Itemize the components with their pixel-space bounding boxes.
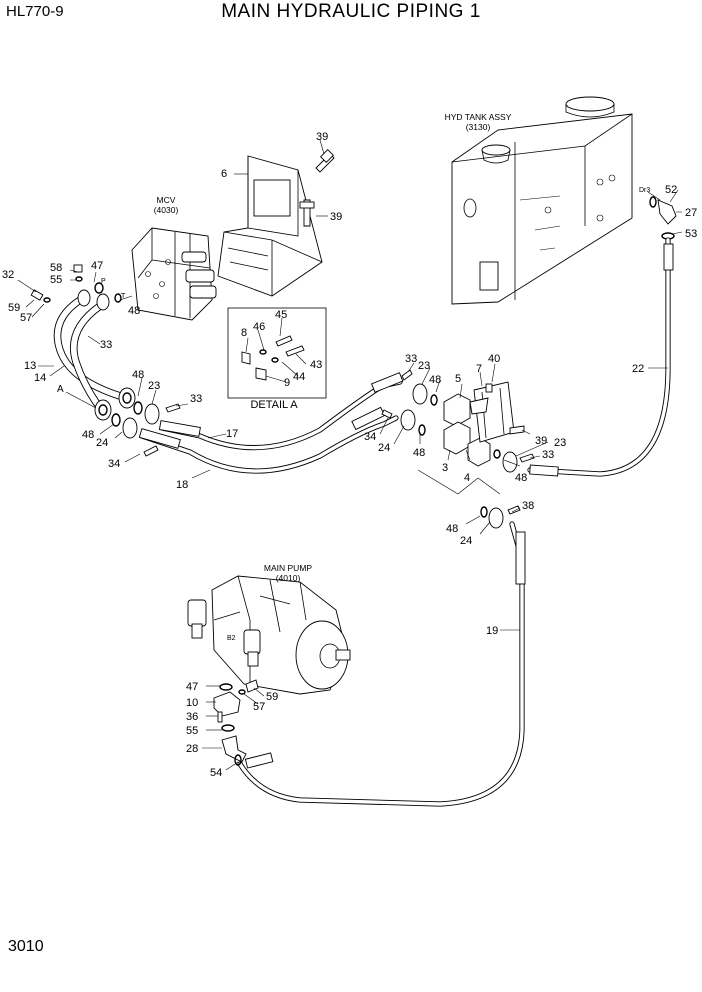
callout-53: 53 bbox=[685, 228, 697, 240]
callout-13: 13 bbox=[24, 360, 36, 372]
callout-33-middle: 33 bbox=[405, 353, 417, 365]
callout-48-lower-left: 48 bbox=[82, 429, 94, 441]
callout-40: 40 bbox=[488, 353, 500, 365]
callout-48-right: 48 bbox=[515, 472, 527, 484]
callout-55-mcv: 55 bbox=[50, 274, 62, 286]
callout-45: 45 bbox=[275, 309, 287, 321]
callout-54: 54 bbox=[210, 767, 222, 779]
pump-code: (4010) bbox=[276, 573, 301, 583]
mcv-label: MCV bbox=[157, 195, 176, 205]
callout-39-right: 39 bbox=[535, 435, 547, 447]
callout-47-mcv: 47 bbox=[91, 260, 103, 272]
callout-33-right: 33 bbox=[542, 449, 554, 461]
callout-48-middle: 48 bbox=[429, 374, 441, 386]
pump-fitting-stack bbox=[213, 679, 259, 766]
tank-code: (3130) bbox=[466, 122, 491, 132]
callout-27: 27 bbox=[685, 207, 697, 219]
detail-ref-letter: A bbox=[57, 384, 64, 395]
fitting-group-left bbox=[30, 264, 122, 303]
bolt-39-upper bbox=[315, 148, 335, 173]
detail-a-label: DETAIL A bbox=[250, 399, 298, 411]
callout-4: 4 bbox=[464, 472, 470, 484]
callout-6: 6 bbox=[221, 168, 227, 180]
callout-39-lower: 39 bbox=[330, 211, 342, 223]
callout-28: 28 bbox=[186, 743, 198, 755]
callout-14: 14 bbox=[34, 372, 46, 384]
callout-24-middle: 24 bbox=[378, 442, 390, 454]
callout-32: 32 bbox=[2, 269, 14, 281]
mcv-bracket bbox=[217, 155, 323, 297]
callout-7: 7 bbox=[476, 363, 482, 375]
pipe-13-14 bbox=[53, 289, 136, 421]
main-pump bbox=[187, 575, 351, 695]
callout-33-flange: 33 bbox=[190, 393, 202, 405]
callout-23-right: 23 bbox=[554, 437, 566, 449]
page-number: 3010 bbox=[8, 938, 44, 955]
callout-8: 8 bbox=[241, 327, 247, 339]
hose-22 bbox=[527, 237, 674, 477]
callout-59-mcv: 59 bbox=[8, 302, 20, 314]
callout-43: 43 bbox=[310, 359, 322, 371]
mcv-port-t: T bbox=[121, 293, 126, 300]
tank-elbow-fitting bbox=[649, 196, 677, 240]
callout-48-mcv: 48 bbox=[128, 305, 140, 317]
callout-44: 44 bbox=[293, 371, 305, 383]
callout-34-middle: 34 bbox=[364, 431, 376, 443]
callout-10: 10 bbox=[186, 697, 198, 709]
callout-9: 9 bbox=[284, 377, 290, 389]
callout-46: 46 bbox=[253, 321, 265, 333]
callout-23-middle: 23 bbox=[418, 360, 430, 372]
callout-24-left: 24 bbox=[96, 437, 108, 449]
callout-48-left: 48 bbox=[132, 369, 144, 381]
junction-block bbox=[443, 381, 525, 467]
callout-38: 38 bbox=[522, 500, 534, 512]
callout-48-lower-middle: 48 bbox=[413, 447, 425, 459]
tank-label: HYD TANK ASSY bbox=[445, 112, 512, 122]
leader-lines bbox=[17, 139, 683, 771]
mcv-code: (4030) bbox=[154, 205, 179, 215]
hose-18 bbox=[138, 406, 399, 474]
callout-23-left: 23 bbox=[148, 380, 160, 392]
hose-19 bbox=[237, 521, 526, 807]
callout-labels: 39 6 39 32 58 47 55 59 57 48 33 13 14 8 … bbox=[2, 131, 697, 779]
callout-39-upper: 39 bbox=[316, 131, 328, 143]
callout-52: 52 bbox=[665, 184, 677, 196]
callout-57-mcv: 57 bbox=[20, 312, 32, 324]
callout-33-left: 33 bbox=[100, 339, 112, 351]
callout-34-left: 34 bbox=[108, 458, 120, 470]
callout-57-pump: 57 bbox=[253, 701, 265, 713]
page-title: MAIN HYDRAULIC PIPING 1 bbox=[221, 1, 481, 22]
tank-port-label: Dr3 bbox=[639, 187, 650, 194]
callout-24-lower: 24 bbox=[460, 535, 472, 547]
callout-47-pump: 47 bbox=[186, 681, 198, 693]
detail-a-box bbox=[227, 307, 327, 399]
callout-48-lower: 48 bbox=[446, 523, 458, 535]
pump-label: MAIN PUMP bbox=[264, 563, 313, 573]
callout-22: 22 bbox=[632, 363, 644, 375]
callout-59-pump: 59 bbox=[266, 691, 278, 703]
pump-port-label: B2 bbox=[227, 635, 236, 642]
callout-36: 36 bbox=[186, 711, 198, 723]
hose-17 bbox=[158, 372, 404, 451]
mcv-port-p: P bbox=[101, 278, 106, 285]
callout-3: 3 bbox=[442, 462, 448, 474]
callout-55-pump: 55 bbox=[186, 725, 198, 737]
model-number: HL770-9 bbox=[6, 3, 64, 20]
hydraulic-tank bbox=[451, 96, 633, 305]
callout-5: 5 bbox=[455, 373, 461, 385]
callout-17: 17 bbox=[226, 428, 238, 440]
callout-19: 19 bbox=[486, 625, 498, 637]
callout-58: 58 bbox=[50, 262, 62, 274]
mcv-valve bbox=[131, 227, 217, 321]
flange-set-lower bbox=[480, 505, 521, 529]
callout-18: 18 bbox=[176, 479, 188, 491]
bolt-39-lower bbox=[299, 199, 315, 227]
flange-set-middle bbox=[381, 369, 438, 436]
